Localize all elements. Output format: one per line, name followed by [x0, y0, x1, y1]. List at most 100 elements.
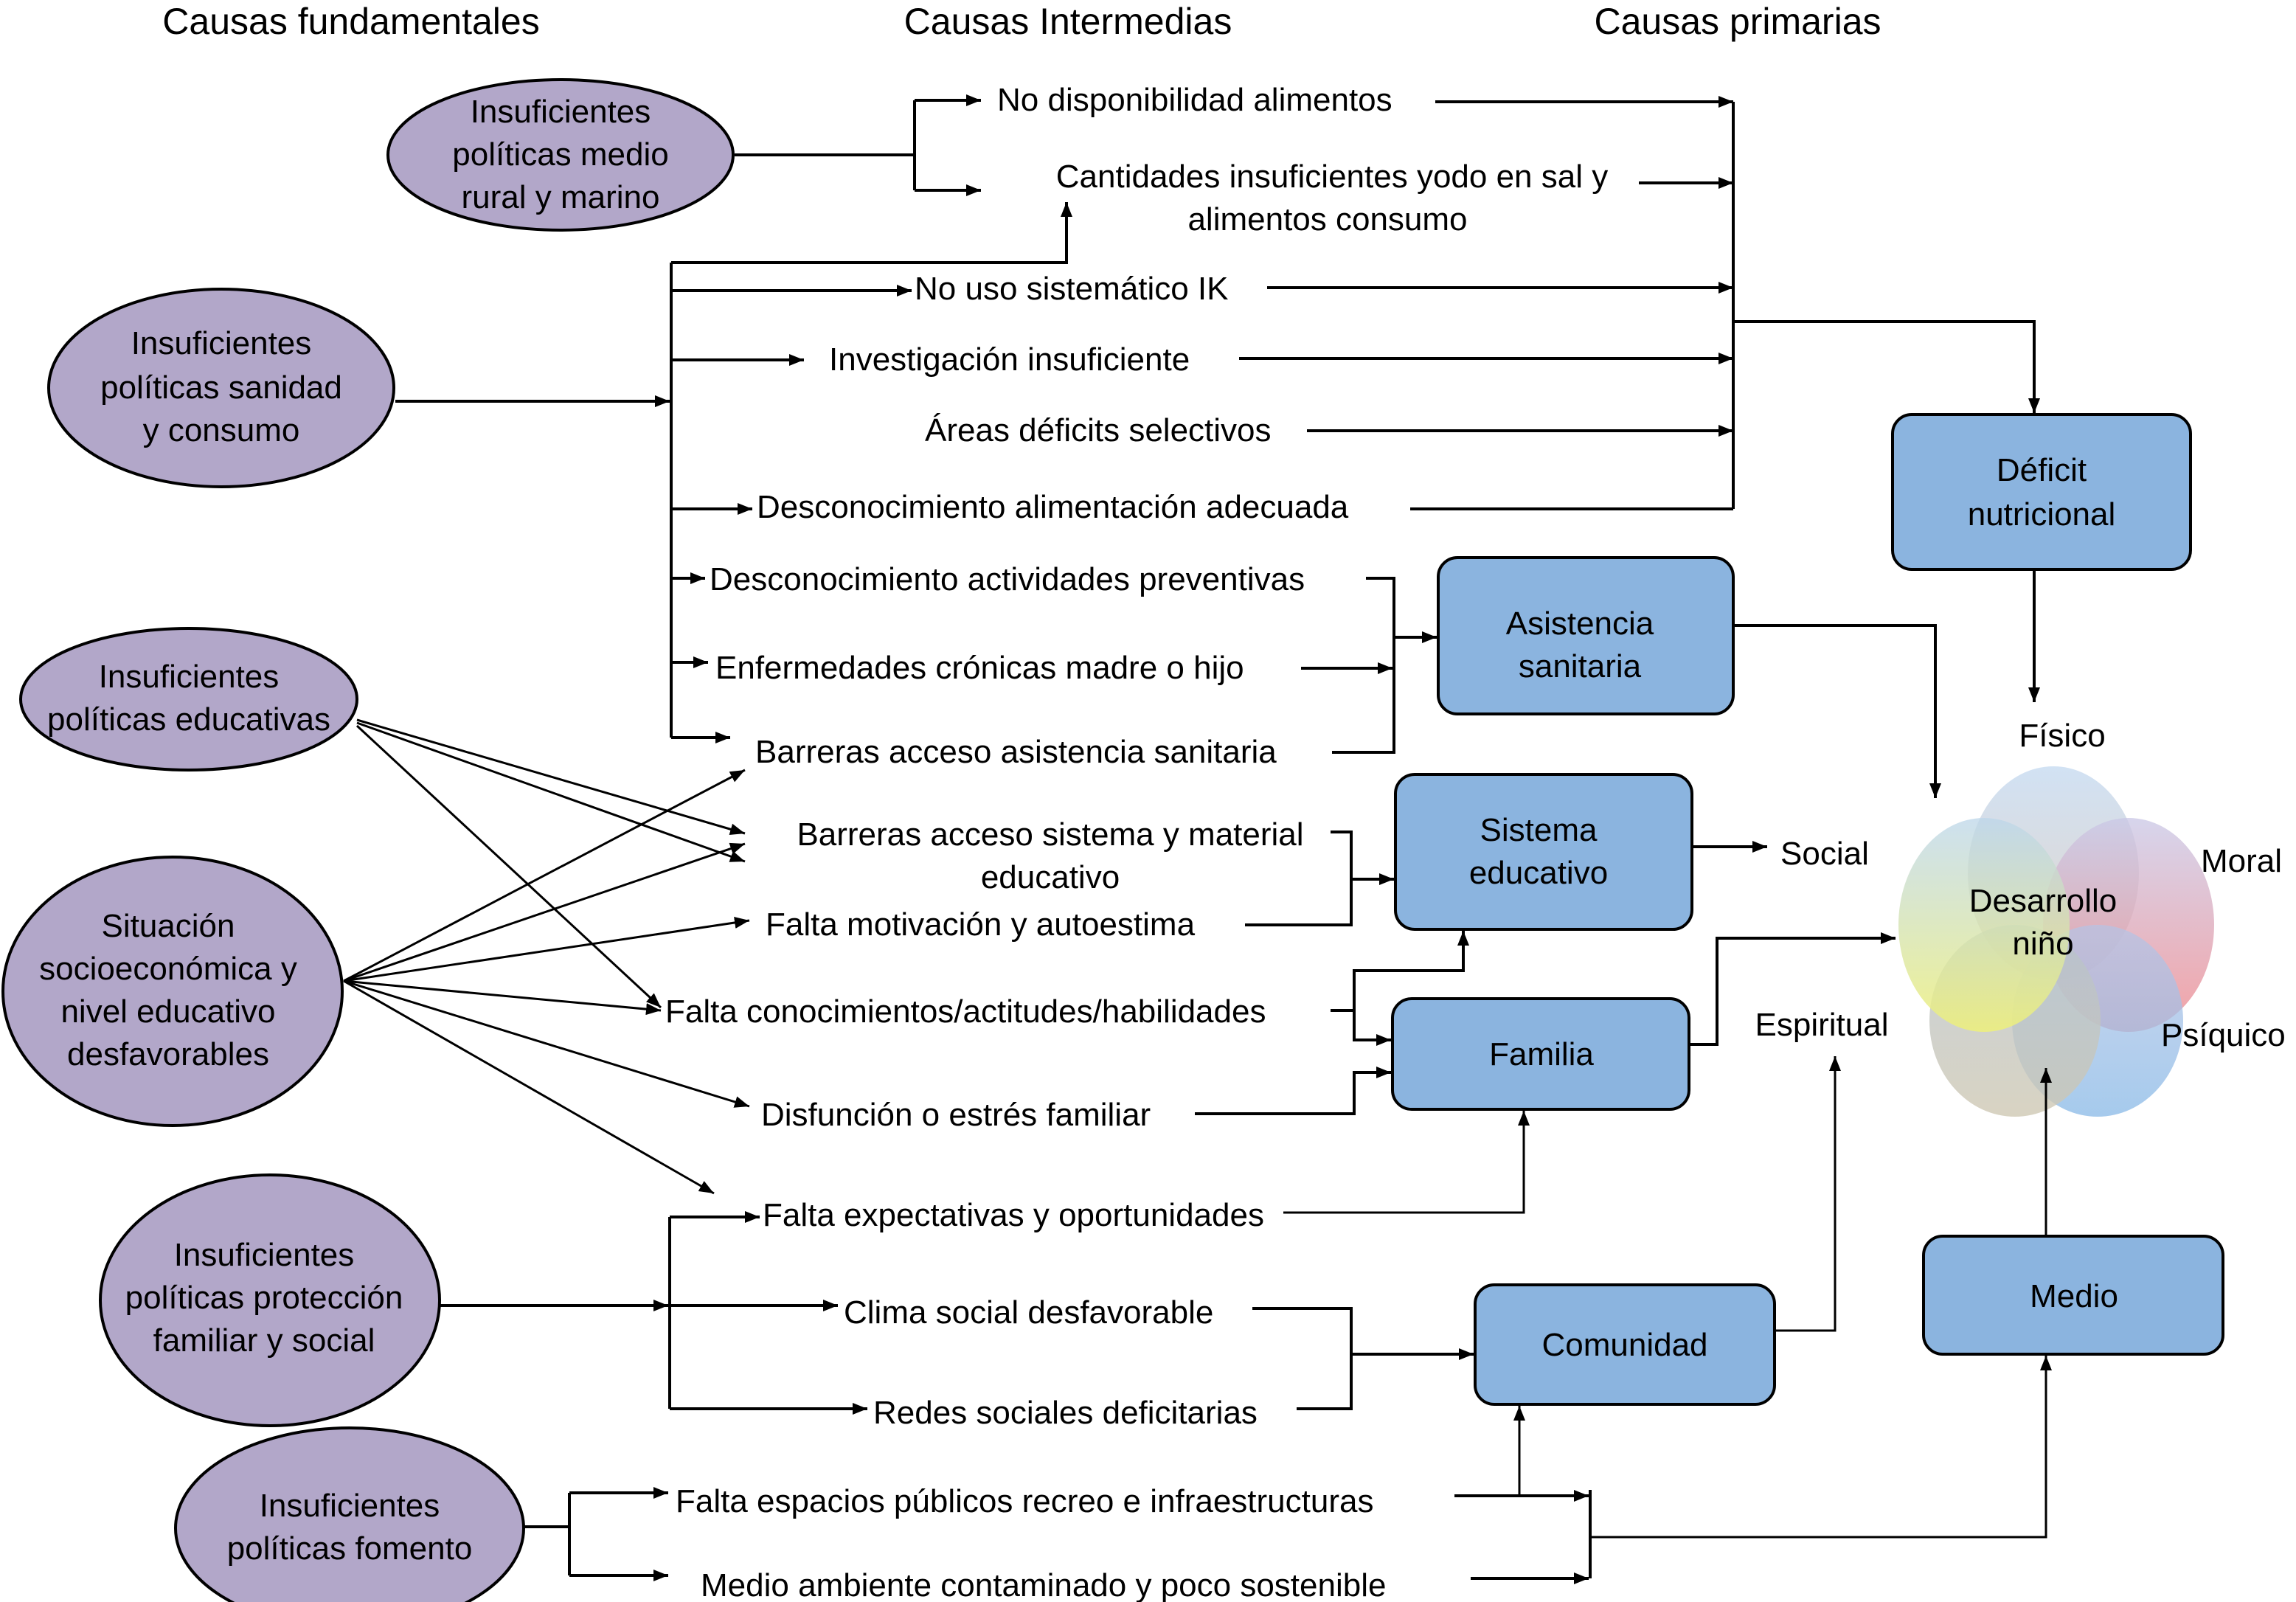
box-line: Asistencia — [1506, 606, 1654, 642]
arrow — [343, 842, 746, 982]
arrow — [356, 721, 746, 863]
box-shape — [1391, 997, 1690, 1111]
connectors — [343, 94, 2052, 1584]
label-line: educativo — [981, 859, 1120, 895]
ellipse-shape — [386, 78, 735, 232]
primary-cause-deficit-nutricional: Déficit nutricional — [1891, 413, 2192, 571]
arrow — [1733, 624, 1941, 798]
arrow — [343, 979, 750, 1108]
dimension-fisico: Físico — [2019, 718, 2105, 754]
label-line: Barreras acceso sistema y material — [797, 816, 1303, 853]
venn-center-line: Desarrollo — [1969, 883, 2118, 919]
ellipse-line: Insuficientes — [174, 1237, 355, 1273]
ellipse-line: socioeconómica y — [39, 951, 297, 987]
arrow — [343, 979, 715, 1195]
ellipse-line: Situación — [101, 908, 235, 944]
box-shape — [1437, 556, 1735, 715]
ellipse-shape — [47, 288, 395, 488]
arrow — [671, 202, 1072, 264]
intermediate-desconocimiento-alimentacion: Desconocimiento alimentación adecuada — [757, 489, 1349, 525]
ellipse-line: políticas protección — [125, 1280, 403, 1316]
intermediate-barreras-sanitaria: Barreras acceso asistencia sanitaria — [755, 734, 1277, 770]
venn-center-line: niño — [2012, 926, 2073, 962]
arrow — [1775, 1056, 1841, 1332]
intermediate-no-uso-ik: No uso sistemático IK — [915, 271, 1229, 307]
arrow — [1283, 1111, 1530, 1214]
child-development-venn: Desarrollo niño — [1898, 766, 2214, 1117]
box-line: Familia — [1489, 1036, 1594, 1072]
box-line: Sistema — [1480, 812, 1598, 848]
intermediate-disfuncion: Disfunción o estrés familiar — [761, 1097, 1151, 1133]
label-line: Cantidades insuficientes yodo en sal y — [1056, 159, 1608, 195]
ellipse-line: Insuficientes — [99, 659, 280, 695]
primary-cause-medio: Medio — [1922, 1235, 2224, 1356]
intermediate-investigacion: Investigación insuficiente — [829, 341, 1190, 378]
intermediate-redes-sociales: Redes sociales deficitarias — [873, 1395, 1258, 1431]
box-shape — [1474, 1283, 1776, 1406]
box-line: Comunidad — [1541, 1327, 1707, 1363]
svg-text:Medio: Medio — [2030, 1278, 2118, 1314]
fundamental-cause-socioeconomica: Situación socioeconómica y nivel educativo… — [1, 856, 344, 1127]
arrow — [356, 718, 746, 836]
ellipse-line: nivel educativo — [60, 994, 275, 1030]
arrow — [1353, 931, 1469, 1010]
ellipse-line: políticas sanidad — [100, 370, 342, 406]
arrow — [356, 724, 662, 1009]
ellipse-line: familiar y social — [153, 1322, 375, 1359]
label-line: alimentos consumo — [1187, 201, 1467, 237]
box-shape — [1394, 773, 1693, 931]
intermediate-barreras-educativo: Barreras acceso sistema y material educat… — [797, 816, 1303, 895]
intermediate-yodo: Cantidades insuficientes yodo en sal y al… — [1056, 159, 1608, 237]
primary-cause-sistema-educativo: Sistema educativo — [1394, 773, 1693, 931]
ellipse-line: políticas fomento — [227, 1530, 473, 1567]
ellipse-line: y consumo — [143, 412, 300, 448]
header-primary-causes: Causas primarias — [1594, 1, 1881, 42]
arrow — [343, 769, 746, 982]
ellipse-line: desfavorables — [67, 1036, 269, 1072]
fundamental-cause-educativas: Insuficientes políticas educativas — [19, 627, 358, 771]
box-shape — [1922, 1235, 2224, 1356]
ellipse-line: políticas educativas — [47, 701, 330, 738]
ellipse-line: políticas medio — [452, 136, 668, 173]
dimension-psiquico: Psíquico — [2161, 1017, 2286, 1053]
connector — [1332, 577, 1395, 754]
ellipse-shape — [1, 856, 344, 1127]
box-line: educativo — [1469, 855, 1608, 891]
intermediate-areas-deficits: Áreas déficits selectivos — [925, 412, 1272, 448]
intermediate-enfermedades-cronicas: Enfermedades crónicas madre o hijo — [715, 650, 1244, 686]
box-line: nutricional — [1968, 496, 2116, 533]
header-intermediate-causes: Causas Intermedias — [904, 1, 1232, 42]
venn-circle-social — [1898, 818, 2070, 1032]
box-line: Déficit — [1997, 452, 2087, 488]
arrow — [1590, 1356, 2052, 1539]
ellipse-line: rural y marino — [462, 179, 660, 215]
header-fundamental-causes: Causas fundamentales — [162, 1, 539, 42]
intermediate-desconocimiento-preventivas: Desconocimiento actividades preventivas — [710, 561, 1305, 597]
intermediate-expectativas: Falta expectativas y oportunidades — [763, 1197, 1264, 1233]
ellipse-shape — [99, 1173, 441, 1427]
arrow — [1689, 932, 1896, 1046]
fundamental-cause-sanidad: Insuficientes políticas sanidad y consumo — [47, 288, 395, 488]
box-shape — [1891, 413, 2192, 571]
arrow — [1733, 320, 2040, 413]
arrow — [1353, 1010, 1391, 1046]
primary-cause-familia: Familia — [1391, 997, 1690, 1111]
primary-cause-comunidad: Comunidad — [1474, 1283, 1776, 1406]
ellipse-shape — [19, 627, 358, 771]
fundamental-cause-proteccion: Insuficientes políticas protección familia… — [99, 1173, 441, 1427]
dimension-espiritual: Espiritual — [1755, 1007, 1889, 1043]
intermediate-no-disponibilidad: No disponibilidad alimentos — [997, 82, 1392, 118]
ellipse-line: Insuficientes — [131, 325, 312, 361]
dimension-social: Social — [1780, 836, 1869, 872]
arrow — [343, 979, 662, 1016]
